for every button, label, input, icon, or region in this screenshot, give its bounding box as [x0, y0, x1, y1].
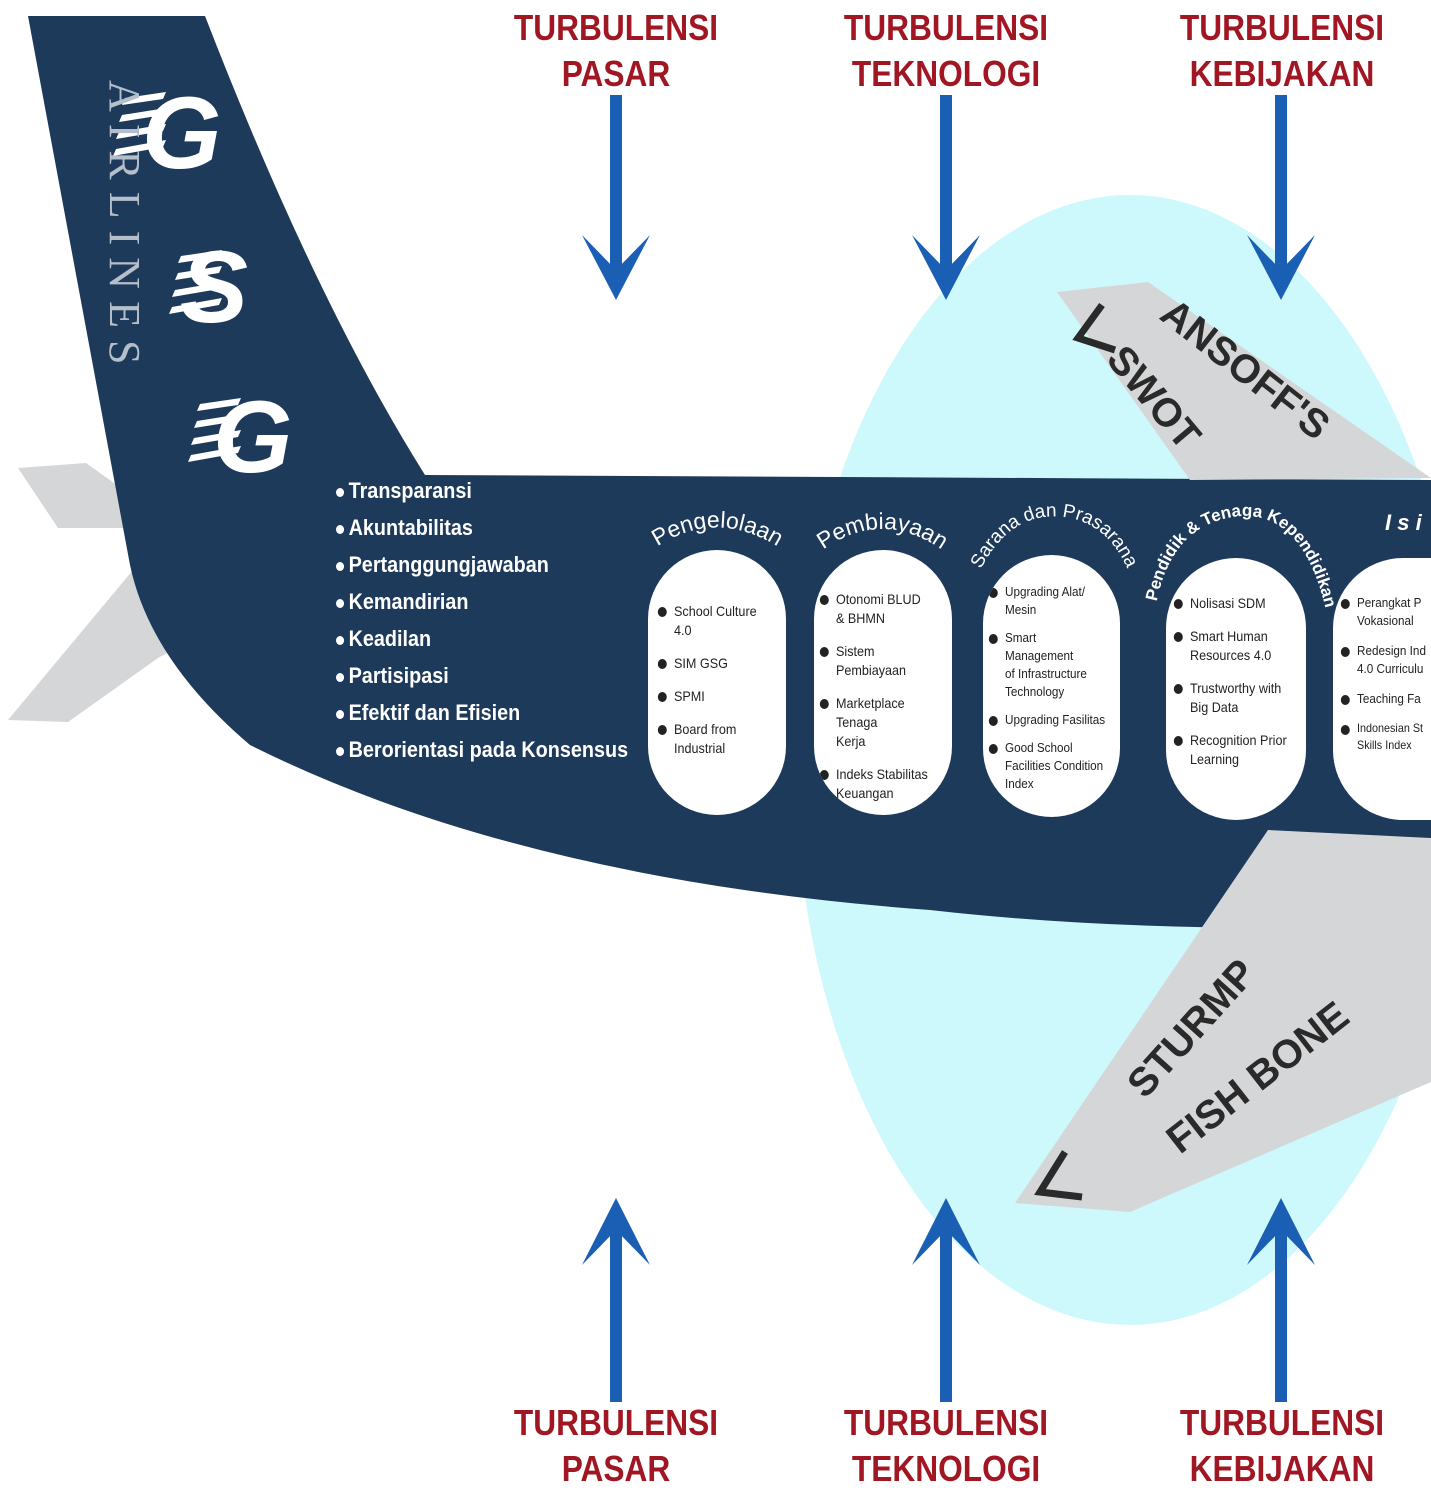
- arrow-down-teknologi: [912, 95, 980, 300]
- lower-wing: [1015, 830, 1431, 1212]
- window-item: Indeks Stabilitas Keuangan: [818, 765, 939, 803]
- window-isi: Perangkat P Vokasional Redesign Ind 4.0 …: [1333, 558, 1431, 820]
- window-item: SPMI: [656, 687, 773, 706]
- principles-list: Transparansi Akuntabilitas Pertanggungja…: [336, 472, 661, 768]
- upper-tailplane: [18, 463, 128, 528]
- window-item: Smart Human Resources 4.0: [1172, 627, 1293, 665]
- bullet-icon: [336, 524, 345, 534]
- window-pendidik: Nolisasi SDM Smart Human Resources 4.0 T…: [1166, 558, 1306, 820]
- window-item: SIM GSG: [656, 654, 773, 673]
- window-item: Marketplace Tenaga Kerja: [818, 694, 939, 751]
- principle-item: Transparansi: [336, 472, 628, 509]
- logo-letter-s: S: [180, 230, 248, 344]
- bullet-icon: [336, 561, 345, 571]
- window-item: School Culture 4.0: [656, 602, 773, 640]
- bullet-icon: [336, 709, 345, 719]
- airlines-wordmark: AIRLINES: [100, 80, 149, 377]
- window-item: Otonomi BLUD & BHMN: [818, 590, 939, 628]
- bullet-icon: [336, 672, 345, 682]
- bullet-icon: [336, 487, 345, 497]
- window-pembiayaan: Otonomi BLUD & BHMN Sistem Pembiayaan Ma…: [814, 550, 952, 815]
- principle-item: Partisipasi: [336, 657, 628, 694]
- window-item: Perangkat P Vokasional: [1339, 594, 1431, 630]
- arrow-up-kebijakan: [1247, 1198, 1315, 1402]
- principle-item: Kemandirian: [336, 583, 628, 620]
- arrow-up-pasar: [582, 1198, 650, 1402]
- principle-item: Efektif dan Efisien: [336, 694, 628, 731]
- window-item: Teaching Fa: [1339, 690, 1431, 708]
- logo-speed-lines: [113, 92, 241, 462]
- bullet-icon: [336, 635, 345, 645]
- arrow-down-pasar: [582, 95, 650, 300]
- window-item: Smart Management of Infrastructure Techn…: [987, 629, 1107, 701]
- principle-item: Keadilan: [336, 620, 628, 657]
- principle-item: Berorientasi pada Konsensus: [336, 731, 628, 768]
- principle-item: Akuntabilitas: [336, 509, 628, 546]
- window-pengelolaan: School Culture 4.0 SIM GSG SPMI Board fr…: [648, 550, 786, 815]
- logo-letter-g-top: G: [142, 76, 221, 190]
- window-item: Upgrading Fasilitas: [987, 711, 1107, 729]
- window-item: Trustworthy with Big Data: [1172, 679, 1293, 717]
- lower-wing-chevron: [1034, 1150, 1083, 1201]
- principle-item: Pertanggungjawaban: [336, 546, 628, 583]
- window-item: Recognition Prior Learning: [1172, 731, 1293, 769]
- logo-letter-g-bottom: G: [213, 380, 292, 494]
- window-item: Sistem Pembiayaan: [818, 642, 939, 680]
- bullet-icon: [336, 746, 345, 756]
- window-item: Indonesian St Skills Index: [1339, 720, 1431, 754]
- upper-wing: [1057, 282, 1431, 480]
- window-item: Board from Industrial: [656, 720, 773, 758]
- window-item: Nolisasi SDM: [1172, 594, 1293, 613]
- arrow-down-kebijakan: [1247, 95, 1315, 300]
- window-item: Upgrading Alat/ Mesin: [987, 583, 1107, 619]
- window-title-isi: I s i: [1385, 510, 1423, 535]
- upper-wing-chevron: [1072, 302, 1117, 354]
- window-item: Good School Facilities Condition Index: [987, 739, 1107, 793]
- window-item: Redesign Ind 4.0 Curriculu: [1339, 642, 1431, 678]
- arrow-up-teknologi: [912, 1198, 980, 1402]
- bullet-icon: [336, 598, 345, 608]
- window-sarana-prasarana: Upgrading Alat/ Mesin Smart Management o…: [983, 555, 1120, 817]
